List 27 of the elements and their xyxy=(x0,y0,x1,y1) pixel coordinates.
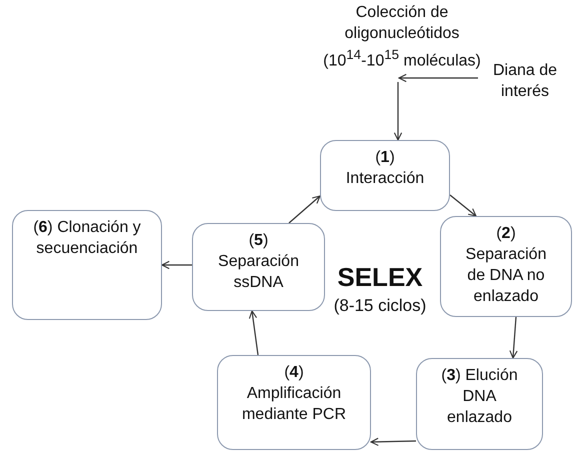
arrow xyxy=(509,316,518,359)
step-number: (1) xyxy=(375,148,395,168)
arrow xyxy=(398,74,478,82)
process-box xyxy=(320,140,450,211)
step-label: Interacción xyxy=(346,169,424,189)
process-box xyxy=(440,216,572,317)
arrow xyxy=(248,310,259,356)
arrow xyxy=(394,82,402,141)
process-box xyxy=(12,210,162,320)
step-label: Separación ssDNA xyxy=(217,252,300,293)
step-label: Separación de DNA no enlazado xyxy=(464,245,548,307)
process-box xyxy=(192,223,325,311)
arrow xyxy=(370,438,416,446)
step-number: (5) xyxy=(248,231,268,251)
arrow xyxy=(450,194,477,217)
step-label: Amplificación mediante PCR xyxy=(240,384,348,425)
step-label: (6) Clonación y secuenciación xyxy=(32,218,142,259)
annotation-text: Colección de oligonucleótidos (10$^{14}$-10$^{15}$ moléculas) xyxy=(322,3,482,72)
process-box xyxy=(416,358,543,450)
step-number: (2) xyxy=(496,224,516,244)
annotation-text: Diana de interés xyxy=(492,61,558,102)
cycle-note: (8-15 ciclos) xyxy=(332,296,428,316)
cycle-title: SELEX xyxy=(336,262,424,293)
step-number: (4) xyxy=(284,363,304,383)
step-label: (3) Elución DNA enlazado xyxy=(440,366,519,428)
arrow xyxy=(288,195,321,224)
process-box xyxy=(217,355,371,450)
